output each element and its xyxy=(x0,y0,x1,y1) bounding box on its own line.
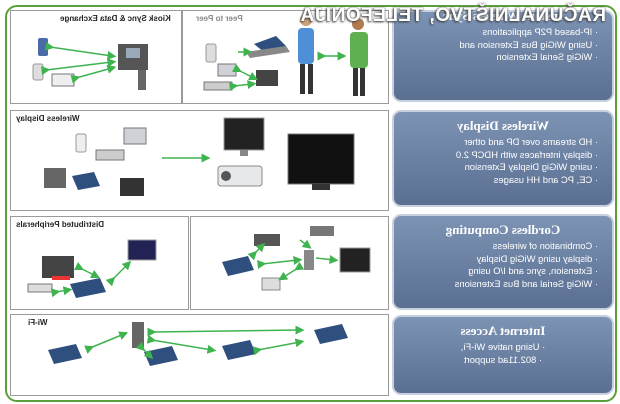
box-title: Cordless Computing xyxy=(445,222,561,237)
p2p-devices xyxy=(203,14,368,96)
display-devices xyxy=(44,117,355,196)
monitor-icon xyxy=(223,117,265,151)
laptop-icon xyxy=(222,256,254,276)
box-line: display interfaces with HDCP 2.0 xyxy=(404,149,598,162)
box-line: display using WiGig Display xyxy=(404,253,598,266)
box-line: HD streams over DP and other xyxy=(404,136,598,149)
cordless-devices xyxy=(222,226,371,291)
box-wireless-display: Wireless Display HD streams over DP and … xyxy=(392,110,614,207)
printer-icon xyxy=(51,73,75,87)
camera-icon xyxy=(123,127,147,145)
box-line: CE, PC and HH usages xyxy=(404,174,598,187)
phone-icon xyxy=(38,38,48,56)
hard-disk-icon xyxy=(310,226,334,236)
box-internet-access: Internet Access Using native Wi-Fi, 802.… xyxy=(392,315,614,395)
kiosk-devices xyxy=(32,38,148,90)
watermark-text: RAČUNALNIŠTVO, TELEFONIJA xyxy=(300,5,606,26)
box-line: WiGig Serial and Bus Extensions xyxy=(404,278,598,291)
person-icon xyxy=(352,18,364,30)
printer-icon xyxy=(42,256,74,278)
camcorder-icon xyxy=(256,70,278,86)
projector-icon xyxy=(217,165,263,187)
box-line: Using native Wi-Fi, xyxy=(434,341,572,354)
box-line: using WiGig Display Extension xyxy=(404,161,598,174)
printer-icon xyxy=(44,168,66,188)
wifi-devices xyxy=(48,322,348,366)
drive-icon xyxy=(254,234,280,246)
box-line: Extension, sync and I/O using xyxy=(404,265,598,278)
printer-icon xyxy=(261,277,281,291)
box-cordless-computing: Cordless Computing Combination of wirele… xyxy=(392,214,614,310)
box-line: 802.11ad support xyxy=(434,354,572,367)
laptop-icon xyxy=(72,172,100,190)
router-icon xyxy=(132,322,144,348)
camera-icon xyxy=(217,63,237,77)
media-player-icon xyxy=(32,63,44,81)
laptop-icon xyxy=(70,278,106,298)
box-line: WiGig Serial Extension xyxy=(404,51,598,64)
person-icon xyxy=(300,14,312,26)
box-instant-sync: Instant Wireless Sync IP-based P2P appli… xyxy=(392,10,614,102)
camcorder-icon xyxy=(120,178,144,196)
dock-icon xyxy=(304,250,314,270)
laptop-icon xyxy=(48,344,82,364)
box-title: Wireless Display xyxy=(456,118,550,133)
box-line: IP-based P2P applications xyxy=(404,26,598,39)
laptop-icon xyxy=(222,340,256,360)
monitor-icon xyxy=(127,239,157,261)
peripheral-devices xyxy=(27,239,157,298)
box-title: Internet Access xyxy=(460,323,546,338)
laptop-icon xyxy=(314,324,348,344)
monitor-icon xyxy=(339,247,371,273)
box-line: Using WiGig Bus Extension and xyxy=(404,39,598,52)
tv-icon xyxy=(287,133,355,185)
box-line: Combination of wireless xyxy=(404,240,598,253)
